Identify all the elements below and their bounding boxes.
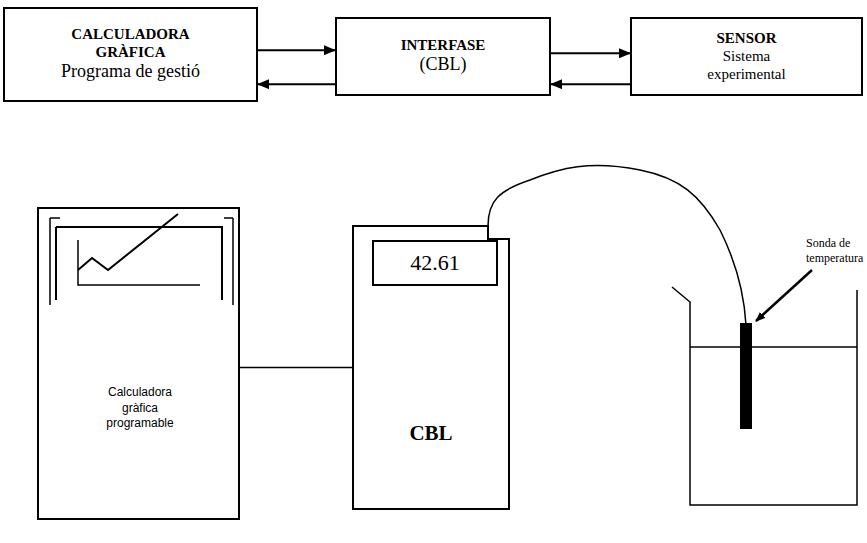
display-value: 42.61 — [410, 250, 460, 276]
process-box: INTERFASE(CBL) — [335, 17, 551, 96]
probe-wire — [488, 165, 746, 325]
box-subtext: Programa de gestió — [61, 61, 200, 83]
calculator-device: Calculadora gràfica programable — [37, 207, 240, 520]
box-heading: INTERFASE — [401, 37, 486, 54]
calculator-screen — [50, 214, 233, 305]
process-box: SENSORSistema experimental — [630, 17, 863, 96]
box-heading: SENSOR — [716, 30, 776, 47]
leader-arrow — [756, 270, 812, 321]
device-label: Calculadora gràfica programable — [90, 385, 190, 432]
box-subtext: Sistema experimental — [692, 47, 802, 83]
cbl-device: CBL 42.61 — [352, 225, 510, 510]
display-box: 42.61 — [372, 240, 498, 286]
flow-arrow — [258, 49, 335, 51]
temperature-probe — [740, 323, 752, 429]
box-subtext: (CBL) — [420, 54, 467, 76]
device-label: CBL — [352, 421, 510, 446]
probe-label: Sonda de temperatura — [806, 236, 867, 266]
box-heading: CALCULADORA GRÀFICA — [56, 26, 206, 61]
flow-arrow — [551, 52, 630, 54]
cable — [240, 367, 352, 369]
process-box: CALCULADORA GRÀFICAPrograma de gestió — [3, 7, 258, 102]
flow-arrow — [551, 83, 630, 85]
beaker — [672, 287, 857, 505]
flow-arrow — [258, 83, 335, 85]
